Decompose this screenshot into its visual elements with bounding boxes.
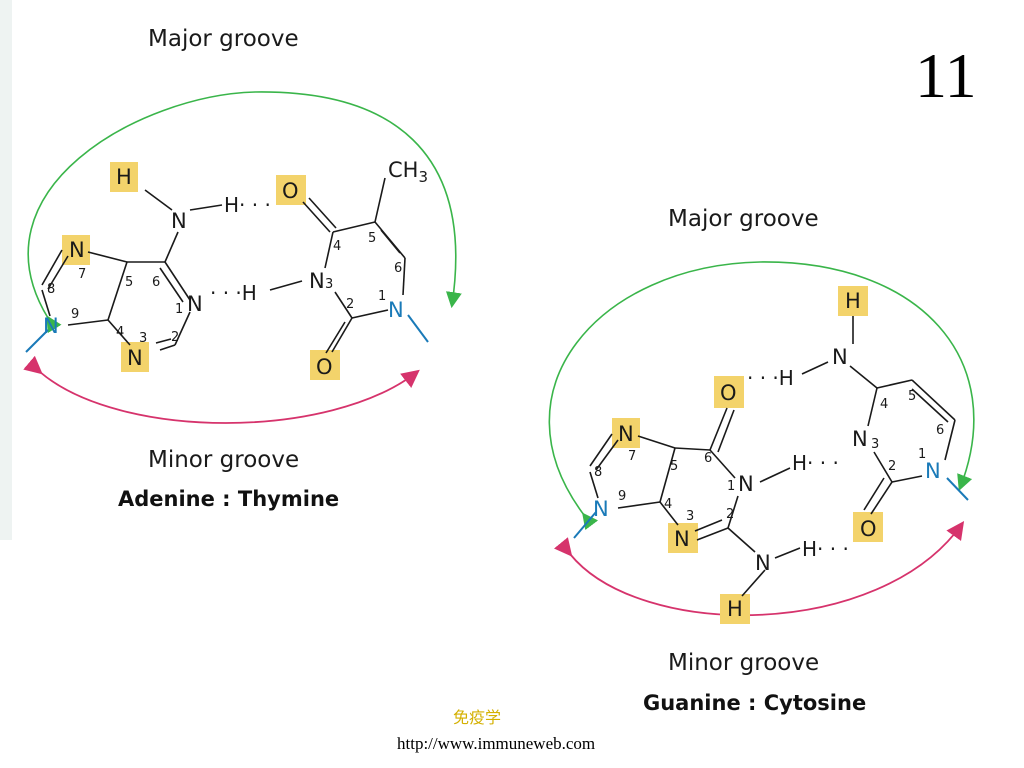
thymine-ch3-atom: CH3 xyxy=(388,158,428,186)
guanine-n7-atom: N xyxy=(618,422,634,446)
guanine-n1-atom: N xyxy=(738,472,754,496)
adenine-num-7: 7 xyxy=(78,267,86,282)
guanine-num-8: 8 xyxy=(594,465,602,480)
adenine-bonds xyxy=(41,189,223,351)
gc-major-groove-label: Major groove xyxy=(668,206,819,232)
cytosine-o2-atom: O xyxy=(860,517,877,541)
gc-minor-groove-arrow xyxy=(553,521,965,616)
cytosine-num-2: 2 xyxy=(888,459,896,474)
at-major-groove-label: Major groove xyxy=(148,26,299,52)
guanine-num-1: 1 xyxy=(727,479,735,494)
guanine-num-7: 7 xyxy=(628,449,636,464)
adenine-n9-atom: N xyxy=(43,314,59,338)
gc-hbond-bottom: H· · · xyxy=(802,537,849,561)
at-highlight-o2 xyxy=(310,350,340,380)
thymine-num-4: 4 xyxy=(333,239,341,254)
thymine-n3-atom: N xyxy=(309,269,325,293)
cytosine-bonds xyxy=(849,316,956,515)
guanine-num-2: 2 xyxy=(726,507,734,522)
cytosine-num-5: 5 xyxy=(908,389,916,404)
at-highlight-n3 xyxy=(121,342,149,372)
guanine-n3-atom: N xyxy=(674,527,690,551)
cytosine-backbone-bond xyxy=(946,477,969,501)
at-minor-groove-arrow xyxy=(23,355,420,424)
adenine-thymine-pair: Major groove xyxy=(23,26,462,511)
adenine-h-atom: H xyxy=(116,165,132,189)
adenine-n7-atom: N xyxy=(69,238,85,262)
footer-chinese-title: 免疫学 xyxy=(453,708,501,727)
thymine-num-2: 2 xyxy=(346,297,354,312)
gc-highlight-h-bottom xyxy=(720,594,750,624)
at-highlight-n7 xyxy=(62,235,90,265)
thymine-num-6: 6 xyxy=(394,261,402,276)
adenine-num-6: 6 xyxy=(152,275,160,290)
gc-hbond-top: · · ·H xyxy=(747,366,794,390)
cytosine-num-6: 6 xyxy=(936,423,944,438)
adenine-num-9: 9 xyxy=(71,307,79,322)
guanine-num-5: 5 xyxy=(670,459,678,474)
gc-caption: Guanine : Cytosine xyxy=(643,691,866,715)
adenine-n1-atom: N xyxy=(187,292,203,316)
adenine-n6-atom: N xyxy=(171,209,187,233)
at-hbond-upper: H· · · xyxy=(224,193,271,217)
guanine-n2-atom: N xyxy=(755,551,771,575)
gc-highlight-o6 xyxy=(714,376,744,408)
at-hbond-lower-bond xyxy=(269,280,303,291)
slide-number: 11 xyxy=(915,40,977,111)
adenine-n3-atom: N xyxy=(127,346,143,370)
gc-hbond-top-bond xyxy=(801,361,829,375)
guanine-num-4: 4 xyxy=(664,497,672,512)
thymine-num-1: 1 xyxy=(378,289,386,304)
cytosine-num-1: 1 xyxy=(918,447,926,462)
adenine-num-3: 3 xyxy=(139,331,147,346)
adenine-backbone-bond xyxy=(25,329,49,353)
cytosine-n4-atom: N xyxy=(832,345,848,369)
guanine-bonds xyxy=(589,407,801,597)
gc-highlight-n3 xyxy=(668,523,698,553)
thymine-backbone-bond xyxy=(407,314,429,343)
thymine-num-3: 3 xyxy=(325,277,333,292)
cytosine-num-3: 3 xyxy=(871,437,879,452)
adenine-num-1: 1 xyxy=(175,302,183,317)
at-minor-groove-label: Minor groove xyxy=(148,447,299,473)
gc-highlight-h-top xyxy=(838,286,868,316)
adenine-num-4: 4 xyxy=(116,325,124,340)
gc-hbond-middle: H· · · xyxy=(792,451,839,475)
gc-minor-groove-label: Minor groove xyxy=(668,650,819,676)
adenine-num-8: 8 xyxy=(47,282,55,297)
at-highlight-h xyxy=(110,162,138,192)
at-hbond-lower: · · ·H xyxy=(210,281,257,305)
thymine-o2-atom: O xyxy=(316,355,333,379)
cytosine-n3-atom: N xyxy=(852,427,868,451)
at-highlight-o4 xyxy=(276,175,306,205)
thymine-n1-atom: N xyxy=(388,298,404,322)
cytosine-n1-atom: N xyxy=(925,459,941,483)
thymine-num-5: 5 xyxy=(368,231,376,246)
guanine-cytosine-pair: Major groove xyxy=(548,206,975,715)
gc-major-groove-arrow xyxy=(548,261,975,531)
at-major-groove-arrow xyxy=(27,91,462,334)
guanine-num-6: 6 xyxy=(704,451,712,466)
gc-highlight-o2 xyxy=(853,512,883,542)
footer-url[interactable]: http://www.immuneweb.com xyxy=(397,734,595,753)
scan-edge xyxy=(0,0,12,540)
thymine-o4-atom: O xyxy=(282,179,299,203)
adenine-num-5: 5 xyxy=(125,275,133,290)
thymine-bonds xyxy=(302,177,406,354)
guanine-h-bottom-atom: H xyxy=(727,597,743,621)
guanine-num-9: 9 xyxy=(618,489,626,504)
cytosine-num-4: 4 xyxy=(880,397,888,412)
adenine-num-2: 2 xyxy=(171,330,179,345)
at-caption: Adenine : Thymine xyxy=(118,487,339,511)
guanine-backbone-bond xyxy=(573,511,597,539)
guanine-n9-atom: N xyxy=(593,497,609,521)
guanine-o6-atom: O xyxy=(720,381,737,405)
guanine-num-3: 3 xyxy=(686,509,694,524)
cytosine-h-top-atom: H xyxy=(845,289,861,313)
